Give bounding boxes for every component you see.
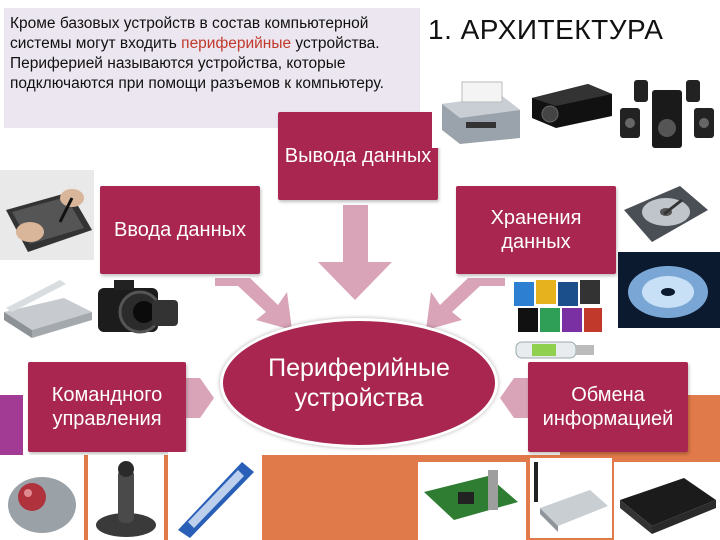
hard-drive-icon — [624, 186, 708, 242]
remote-control-icon — [168, 452, 262, 540]
usb-modem-icon — [530, 458, 612, 538]
joystick-icon — [88, 455, 164, 540]
graphics-tablet-icon — [0, 170, 94, 260]
page-title: 1. АРХИТЕКТУРА — [428, 14, 664, 45]
router-icon — [614, 462, 720, 540]
intro-text: Кроме базовых устройств в состав компьют… — [4, 8, 420, 128]
usb-flash-icon — [515, 341, 594, 359]
box-exchange: Обмена информацией — [528, 362, 688, 452]
speakers-icon — [620, 80, 714, 148]
box-output: Вывода данных — [278, 112, 438, 200]
arrow-storage — [426, 278, 505, 330]
box-command: Командного управления — [28, 362, 186, 452]
box-storage: Хранения данных — [456, 186, 616, 274]
arrow-exchange — [500, 378, 528, 418]
disc-icon — [618, 252, 720, 328]
intro-highlight: периферийные — [181, 35, 292, 52]
projector-icon — [532, 84, 612, 128]
arrow-input — [215, 278, 292, 330]
memory-cards-icon — [514, 280, 602, 332]
center-ellipse: Периферийные устройства — [220, 318, 498, 448]
printer-icon — [432, 66, 528, 148]
intro-part1: Кроме базовых устройств в состав компьют… — [10, 15, 369, 52]
box-input: Ввода данных — [100, 186, 260, 274]
background-band-purple — [0, 395, 23, 457]
scanner-icon — [4, 280, 92, 338]
arrow-output — [318, 205, 392, 300]
network-card-icon — [418, 462, 526, 540]
intro-part2: устройства. Периферией называются устрой… — [10, 35, 384, 92]
arrow-command — [186, 378, 214, 418]
camera-icon — [98, 280, 178, 334]
trackball-mouse-icon — [0, 455, 84, 540]
